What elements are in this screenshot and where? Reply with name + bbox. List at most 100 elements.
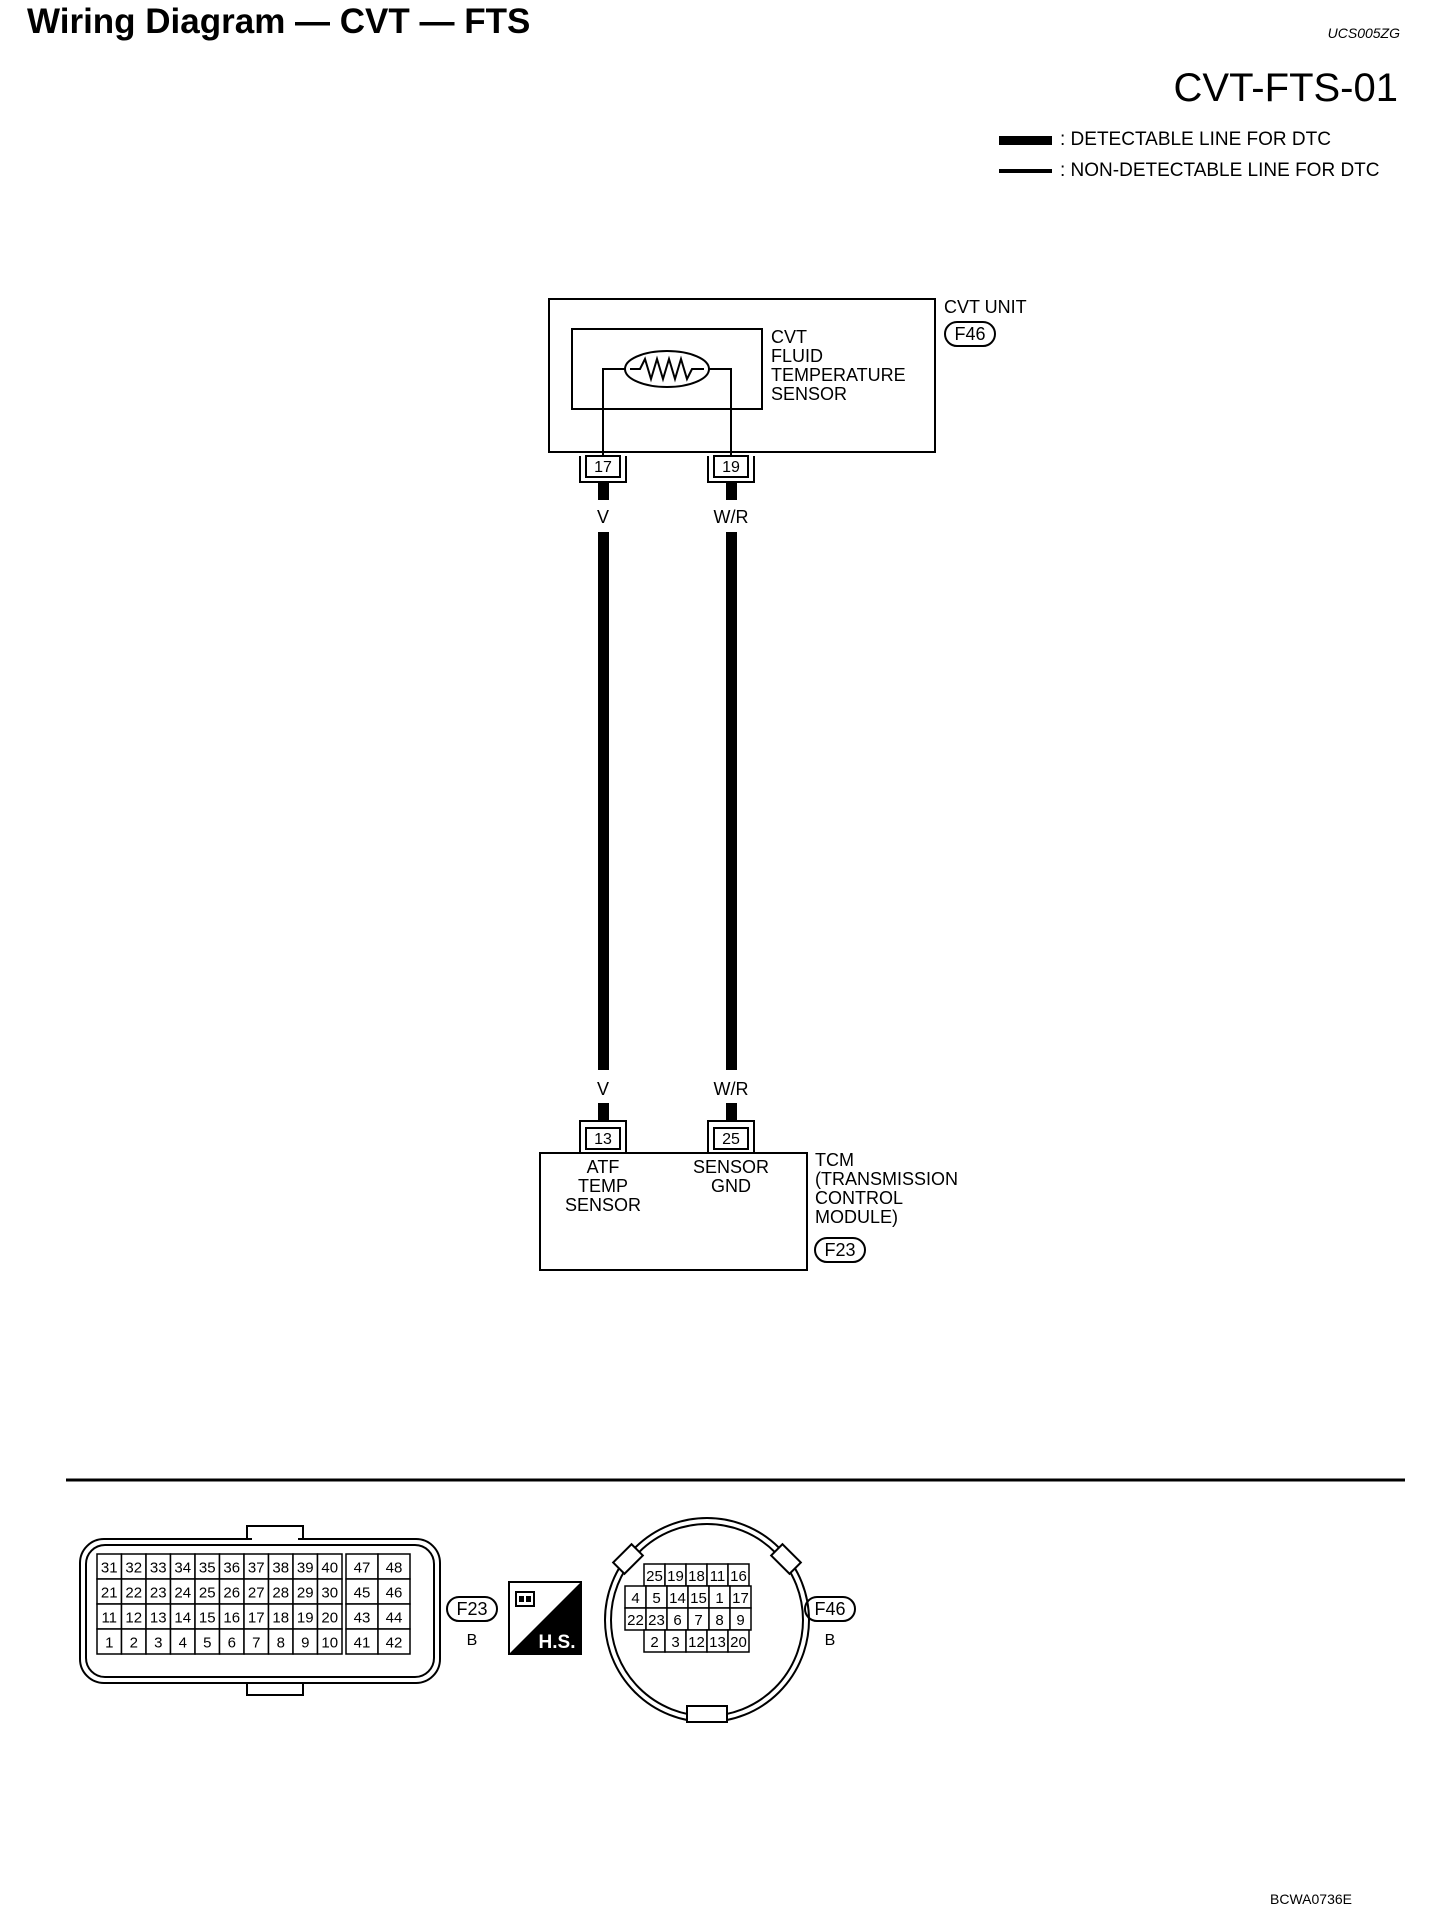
connector-badge-f23 xyxy=(814,1237,866,1263)
pin-function-label: GND xyxy=(711,1176,751,1196)
pin-number: 28 xyxy=(272,1585,289,1602)
pin-number: 25 xyxy=(199,1585,216,1602)
wire-wr-detectable xyxy=(726,532,737,1070)
pin-number: 21 xyxy=(101,1585,118,1602)
pin-number: 38 xyxy=(272,1560,289,1577)
pin-number: 8 xyxy=(277,1635,285,1652)
terminal-13: 13 xyxy=(579,1120,627,1153)
pin-number: 48 xyxy=(386,1560,403,1577)
cvt-unit-label: CVT UNIT xyxy=(944,297,1027,317)
pin-cell xyxy=(145,1578,172,1605)
wire-stub xyxy=(726,482,737,500)
resistor-zigzag-icon xyxy=(630,355,704,383)
pin-number: 6 xyxy=(673,1612,681,1629)
pin-number: 44 xyxy=(386,1610,403,1627)
pin-number: 17 xyxy=(248,1610,265,1627)
pin-number: 40 xyxy=(321,1560,338,1577)
pin-number: 20 xyxy=(730,1634,747,1651)
pin-cell xyxy=(316,1628,343,1655)
pin-number: 46 xyxy=(386,1585,403,1602)
pin-cell xyxy=(267,1603,294,1630)
wire-v-detectable xyxy=(598,532,609,1070)
connector-color-label: B xyxy=(825,1632,836,1649)
pin-number: 31 xyxy=(101,1560,118,1577)
pin-cell xyxy=(377,1578,411,1605)
pin-number: 37 xyxy=(248,1560,265,1577)
wire-color-label: W/R xyxy=(714,507,749,527)
legend-non-detectable-label: : NON-DETECTABLE LINE FOR DTC xyxy=(1060,160,1380,181)
pin-number: 23 xyxy=(150,1585,167,1602)
terminal-17: 17 xyxy=(579,455,627,483)
wire-stub xyxy=(598,482,609,500)
pin-number: 15 xyxy=(199,1610,216,1627)
tcm-label-line: TCM xyxy=(815,1150,854,1170)
pin-number: 12 xyxy=(125,1610,142,1627)
sensor-label-line: CVT xyxy=(771,327,807,347)
document-code: UCS005ZG xyxy=(1327,25,1400,41)
pin-cell xyxy=(316,1578,343,1605)
connector-badge-f23-label: F23 xyxy=(824,1240,855,1260)
pin-cell xyxy=(727,1629,750,1653)
harness-side-icon: H.S. xyxy=(508,1581,582,1655)
pin-number: 1 xyxy=(715,1590,723,1607)
terminal-25: 25 xyxy=(707,1120,755,1153)
connector-id-badge-f46 xyxy=(804,1596,856,1622)
pin-cell xyxy=(243,1578,270,1605)
pin-cell xyxy=(267,1628,294,1655)
pin-function-label: TEMP xyxy=(578,1176,628,1196)
pin-number: 19 xyxy=(667,1568,684,1585)
pin-number: 10 xyxy=(321,1635,338,1652)
pin-number: 29 xyxy=(297,1585,314,1602)
pin-cell xyxy=(96,1553,123,1580)
pin-number: 13 xyxy=(150,1610,167,1627)
pin-number: 39 xyxy=(297,1560,314,1577)
pin-number: 16 xyxy=(730,1568,747,1585)
pin-number: 9 xyxy=(301,1635,309,1652)
pin-number: 20 xyxy=(321,1610,338,1627)
pin-number: 33 xyxy=(150,1560,167,1577)
pin-function-label: ATF xyxy=(587,1157,620,1177)
pin-cell xyxy=(120,1553,147,1580)
fluid-temp-sensor-box xyxy=(571,328,763,410)
connector-id-badge-f23 xyxy=(446,1596,498,1622)
pin-cell xyxy=(218,1628,245,1655)
wire-color-label: W/R xyxy=(714,1079,749,1099)
terminal-number: 25 xyxy=(722,1131,740,1148)
pin-number: 47 xyxy=(354,1560,371,1577)
pin-cell xyxy=(377,1628,411,1655)
pin-number: 42 xyxy=(386,1635,403,1652)
pin-number: 32 xyxy=(125,1560,142,1577)
connector-badge-f46-label: F46 xyxy=(954,324,985,344)
footer-code: BCWA0736E xyxy=(1270,1891,1352,1907)
connector-color-label: B xyxy=(467,1632,478,1649)
sensor-label-line: FLUID xyxy=(771,346,823,366)
legend-non-detectable: : NON-DETECTABLE LINE FOR DTC xyxy=(999,156,1380,186)
pin-cell xyxy=(194,1628,221,1655)
thin-line-swatch xyxy=(999,169,1052,173)
thick-line-swatch xyxy=(999,135,1052,145)
sensor-label-line: SENSOR xyxy=(771,384,847,404)
pin-number: 11 xyxy=(710,1568,726,1585)
terminal-number: 13 xyxy=(594,1131,612,1148)
pin-cell xyxy=(316,1553,343,1580)
pin-number: 45 xyxy=(354,1585,371,1602)
diagram-id: CVT-FTS-01 xyxy=(1173,66,1398,110)
legend-detectable: : DETECTABLE LINE FOR DTC xyxy=(999,125,1331,155)
tcm-label-line: MODULE) xyxy=(815,1207,898,1227)
connector-badge-f46 xyxy=(944,321,996,347)
terminal-number: 19 xyxy=(722,459,740,476)
cvt-unit-box xyxy=(548,298,936,453)
page-title: Wiring Diagram — CVT — FTS xyxy=(27,2,531,41)
pin-number: 34 xyxy=(174,1560,191,1577)
pin-number: 6 xyxy=(228,1635,236,1652)
wire-stub xyxy=(598,1103,609,1121)
hs-label: H.S. xyxy=(539,1632,576,1653)
pin-function-label: SENSOR xyxy=(565,1195,641,1215)
pin-number: 43 xyxy=(354,1610,371,1627)
pin-number: 24 xyxy=(174,1585,191,1602)
pin-cell xyxy=(145,1553,172,1580)
pin-number: 2 xyxy=(130,1635,138,1652)
